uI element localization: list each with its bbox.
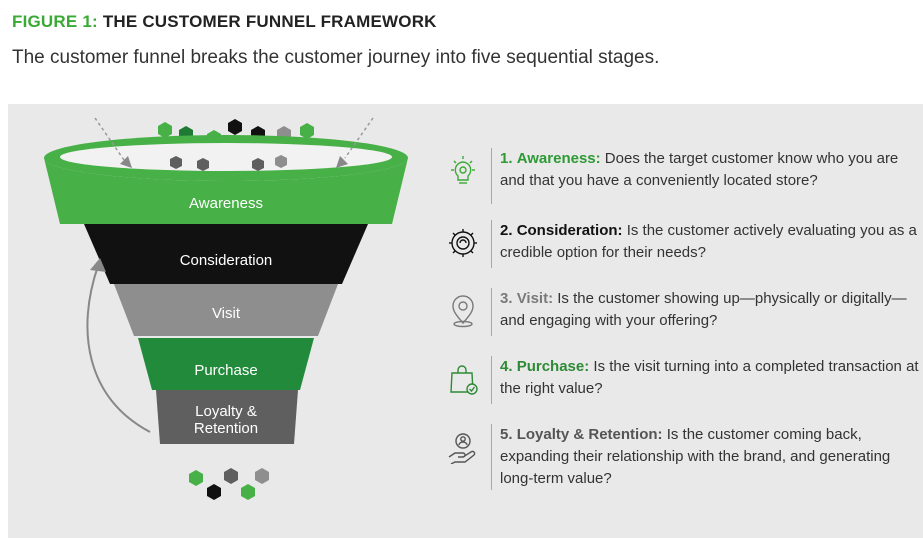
hexagon (275, 155, 287, 168)
inflow-arrow-right (344, 117, 374, 159)
figure-label: FIGURE 1: (12, 12, 98, 31)
figure-title-text: THE CUSTOMER FUNNEL FRAMEWORK (102, 12, 437, 31)
funnel-label-awareness: Awareness (189, 195, 263, 212)
stage-name: Loyalty & Retention: (516, 426, 663, 443)
shopping-bag-check-icon (450, 365, 478, 395)
stage-divider (491, 356, 492, 404)
stage-item-purchase: 4. Purchase: Is the visit turning into a… (440, 356, 920, 416)
hand-person-icon (448, 433, 476, 464)
stage-item-awareness: 1. Awareness: Does the target customer k… (440, 148, 920, 208)
stage-description: Is the customer coming back, expanding t… (500, 426, 891, 487)
funnel-label-visit: Visit (211, 305, 241, 322)
location-pin-icon (452, 295, 474, 328)
figure-subtitle: The customer funnel breaks the customer … (12, 47, 660, 68)
hexagon (207, 484, 221, 500)
hexagon (252, 158, 264, 171)
hexagon (255, 468, 269, 484)
funnel-band-purchase (138, 338, 314, 390)
hexagon (241, 484, 255, 500)
stage-text: 5. Loyalty & Retention: Is the customer … (500, 424, 920, 490)
hexagon (224, 468, 238, 484)
stage-name: Consideration: (516, 222, 623, 239)
funnel-diagram (44, 117, 408, 500)
funnel-band-visit (114, 284, 338, 336)
inflow-arrowhead-left (120, 156, 132, 168)
stage-description: Is the customer showing up—physically or… (500, 290, 907, 329)
stage-name: Visit: (516, 290, 554, 307)
stage-divider (491, 424, 492, 490)
return-arrowhead (90, 258, 106, 272)
hexagon (228, 119, 242, 135)
stage-number: 2. (500, 222, 513, 239)
stage-item-loyalty: 5. Loyalty & Retention: Is the customer … (440, 424, 920, 490)
hexagons-bottom (189, 468, 269, 500)
return-arrow (86, 265, 151, 433)
stage-number: 5. (500, 426, 513, 443)
lightbulb-gear-icon (451, 156, 475, 184)
funnel-band-loyalty (156, 390, 298, 444)
funnel-band-awareness (44, 158, 408, 224)
funnel-label-loyalty: Loyalty &Retention (193, 403, 259, 437)
stage-divider (491, 288, 492, 336)
stage-text: 2. Consideration: Is the customer active… (500, 220, 920, 264)
hexagon (170, 156, 182, 169)
stage-number: 4. (500, 358, 513, 375)
hexagon (158, 122, 172, 138)
gear-cycle-icon (449, 229, 477, 257)
stage-description: Is the visit turning into a completed tr… (500, 358, 919, 397)
funnel-opening (60, 143, 392, 171)
stage-divider (491, 148, 492, 204)
stage-description: Does the target customer know who you ar… (500, 150, 899, 189)
stage-text: 4. Purchase: Is the visit turning into a… (500, 356, 920, 400)
hexagon (189, 470, 203, 486)
stage-number: 3. (500, 290, 513, 307)
hexagon (300, 123, 314, 139)
stage-description: Is the customer actively evaluating you … (500, 222, 917, 261)
inflow-arrow-left (94, 117, 125, 161)
funnel-label-consideration: Consideration (179, 252, 273, 269)
figure-title: FIGURE 1: THE CUSTOMER FUNNEL FRAMEWORK (12, 12, 437, 32)
stage-divider (491, 220, 492, 268)
stage-item-visit: 3. Visit: Is the customer showing up—phy… (440, 288, 920, 348)
stage-name: Purchase: (516, 358, 590, 375)
stage-number: 1. (500, 150, 513, 167)
hexagon (197, 158, 209, 171)
stage-text: 1. Awareness: Does the target customer k… (500, 148, 920, 192)
stage-item-consideration: 2. Consideration: Is the customer active… (440, 220, 920, 280)
inflow-arrowhead-right (336, 156, 348, 168)
funnel-label-purchase: Purchase (194, 362, 258, 379)
stage-name: Awareness: (516, 150, 601, 167)
stage-text: 3. Visit: Is the customer showing up—phy… (500, 288, 920, 332)
funnel-band-consideration (84, 224, 368, 284)
